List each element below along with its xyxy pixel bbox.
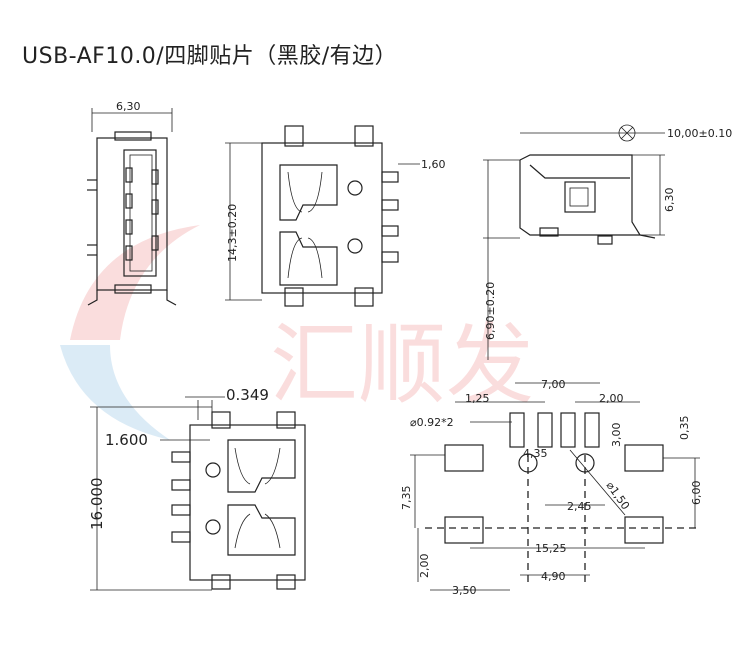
dim-side-height: 6,30	[663, 188, 676, 213]
dim-pad-h: 3,00	[610, 423, 623, 448]
dim-pin-offset: 1,60	[421, 158, 446, 171]
bottom-view: 0.349 1.600 16.000	[88, 386, 306, 591]
side-view: 10,00±0.10 6,30 6,90±0.20	[483, 124, 732, 360]
dim-h-435: 4,35	[523, 447, 548, 460]
dim-height-main: 14,3±0.20	[226, 204, 239, 262]
dim-side-total: 6,90±0.20	[484, 282, 497, 340]
dim-w-490: 4,90	[541, 570, 566, 583]
watermark-text: 汇顺发	[270, 313, 534, 416]
dim-h-245: 2,45	[567, 500, 592, 513]
dim-pad-spacing: 1,25	[465, 392, 490, 405]
dim-w-350: 3,50	[452, 584, 477, 597]
front-view: 6,30	[87, 100, 177, 306]
dim-pad-span: 7,00	[541, 378, 566, 391]
dim-pad-pitch: 2,00	[599, 392, 624, 405]
dim-bottom-len: 16.000	[88, 478, 106, 531]
dim-length: 10,00±0.10	[667, 127, 732, 140]
dim-hole: ⌀0.92*2	[410, 416, 454, 429]
dim-top-width: 6,30	[116, 100, 141, 113]
watermark: 汇顺发	[60, 225, 534, 440]
dim-v-600: 6,00	[690, 481, 703, 506]
top-view: 14,3±0.20 1,60	[225, 125, 446, 307]
dim-d-150: ⌀1,50	[604, 479, 633, 512]
drawing-title: USB-AF10.0/四脚贴片（黑胶/有边）	[22, 44, 398, 69]
dim-v-735: 7,35	[400, 486, 413, 511]
dim-bottom-off: 1.600	[105, 431, 148, 449]
dim-bottom-gap: 0.349	[226, 386, 269, 404]
dim-w-1525: 15,25	[535, 542, 567, 555]
dim-v-200: 2,00	[418, 554, 431, 579]
dim-pad-off: 0,35	[678, 416, 691, 441]
